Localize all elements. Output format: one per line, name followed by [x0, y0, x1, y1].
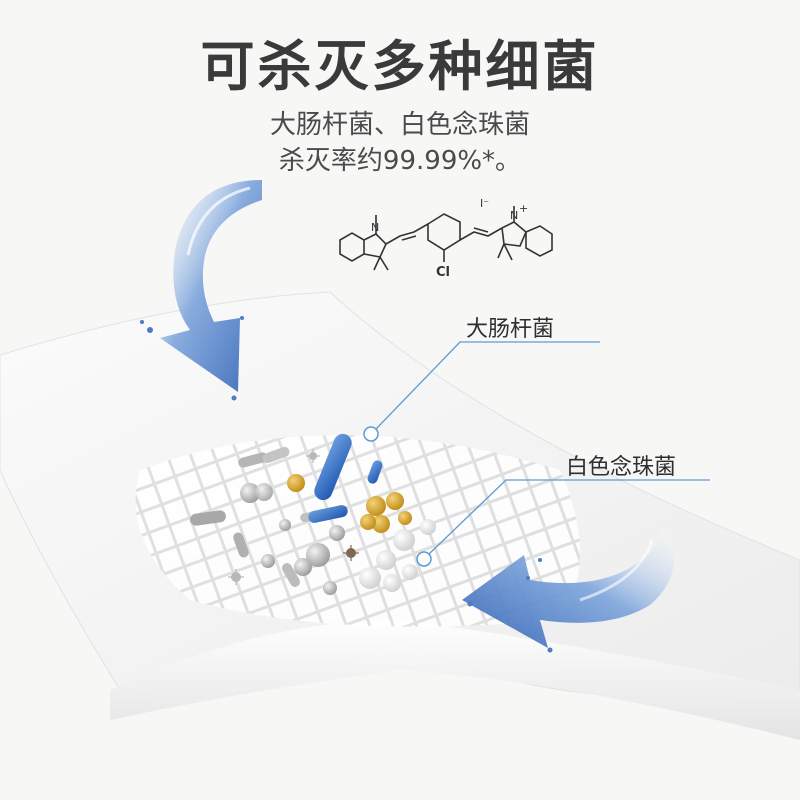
wipe-fold [110, 620, 800, 740]
callout-candida-pointer [416, 479, 710, 567]
water-droplets [140, 316, 553, 653]
nitrogen-label-right: N [510, 209, 518, 222]
blue-arrow-up-icon [462, 528, 674, 648]
kill-rate-text: 杀灭率约99.99%*。 [278, 146, 522, 176]
blue-arrow-down-icon [160, 180, 262, 392]
bacteria-cluster [190, 433, 436, 595]
chlorine-label: Cl [436, 265, 450, 280]
iodide-label: I⁻ [480, 197, 489, 210]
callout-ecoli-pointer [363, 341, 600, 442]
molecule-structure [339, 206, 553, 271]
bacteria-names-text: 大肠杆菌、白色念珠菌 [269, 110, 530, 140]
callout-label-candida: 白色念珠菌 [566, 455, 677, 480]
page-title: 可杀灭多种细菌 [200, 35, 600, 98]
callout-label-ecoli: 大肠杆菌 [466, 317, 555, 342]
charge-plus: + [519, 202, 528, 215]
nitrogen-label-left: N [371, 221, 379, 234]
